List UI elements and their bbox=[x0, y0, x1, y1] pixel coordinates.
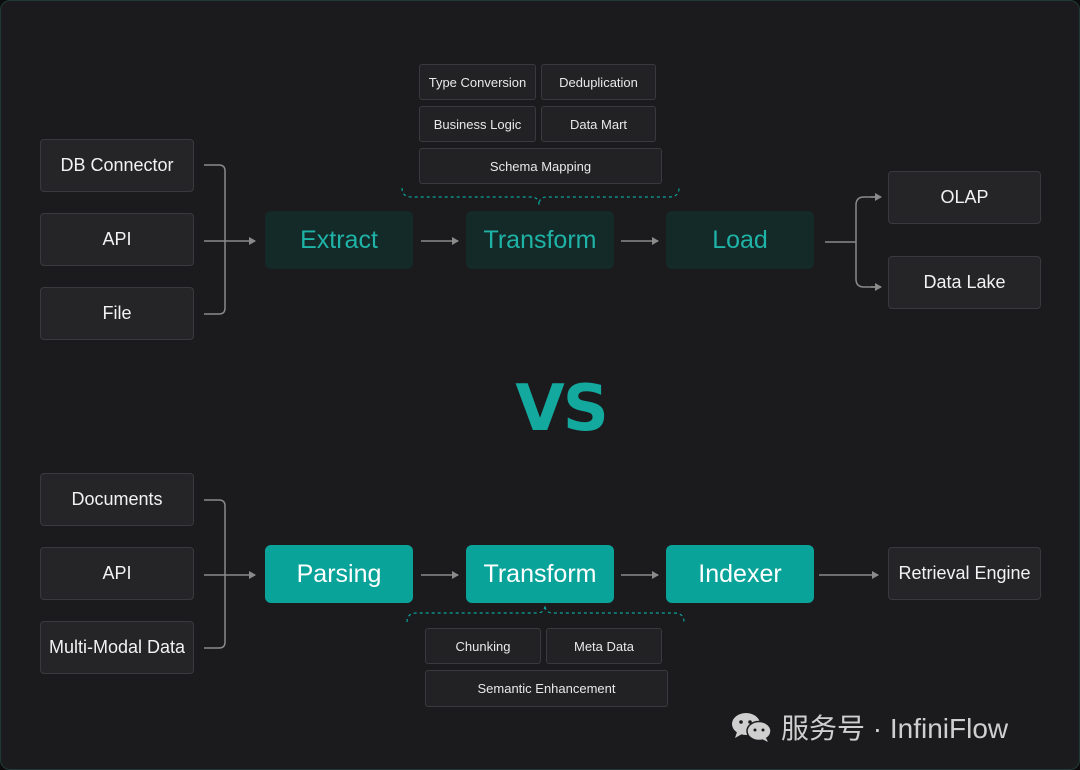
rag-op-semantic-enhancement: Semantic Enhancement bbox=[425, 670, 668, 707]
rag-source-multi-modal: Multi-Modal Data bbox=[40, 621, 194, 674]
etl-source-db-connector: DB Connector bbox=[40, 139, 194, 192]
etl-load-fork bbox=[825, 196, 879, 288]
watermark-text: 服务号 · InfiniFlow bbox=[781, 713, 1009, 744]
etl-target-data-lake: Data Lake bbox=[888, 256, 1041, 309]
etl-source-file: File bbox=[40, 287, 194, 340]
etl-target-olap: OLAP bbox=[888, 171, 1041, 224]
rag-sources-bracket bbox=[204, 499, 226, 649]
rag-stage-parsing: Parsing bbox=[265, 545, 413, 603]
etl-stage-transform: Transform bbox=[466, 211, 614, 269]
etl-op-business-logic: Business Logic bbox=[419, 106, 536, 142]
watermark: 服务号 · InfiniFlow bbox=[729, 707, 1008, 747]
etl-op-type-conversion: Type Conversion bbox=[419, 64, 536, 100]
rag-target-retrieval-engine: Retrieval Engine bbox=[888, 547, 1041, 600]
etl-op-deduplication: Deduplication bbox=[541, 64, 656, 100]
wechat-icon bbox=[732, 713, 772, 742]
etl-ops-brace bbox=[401, 187, 680, 206]
etl-op-schema-mapping: Schema Mapping bbox=[419, 148, 662, 184]
rag-ops-brace bbox=[406, 604, 685, 623]
etl-sources-bracket bbox=[204, 164, 226, 315]
etl-stage-load: Load bbox=[666, 211, 814, 269]
rag-stage-indexer: Indexer bbox=[666, 545, 814, 603]
etl-source-api: API bbox=[40, 213, 194, 266]
vs-label: VS bbox=[515, 372, 609, 446]
rag-source-api: API bbox=[40, 547, 194, 600]
rag-source-documents: Documents bbox=[40, 473, 194, 526]
etl-op-data-mart: Data Mart bbox=[541, 106, 656, 142]
etl-stage-extract: Extract bbox=[265, 211, 413, 269]
rag-op-meta-data: Meta Data bbox=[546, 628, 662, 664]
rag-op-chunking: Chunking bbox=[425, 628, 541, 664]
rag-stage-transform: Transform bbox=[466, 545, 614, 603]
